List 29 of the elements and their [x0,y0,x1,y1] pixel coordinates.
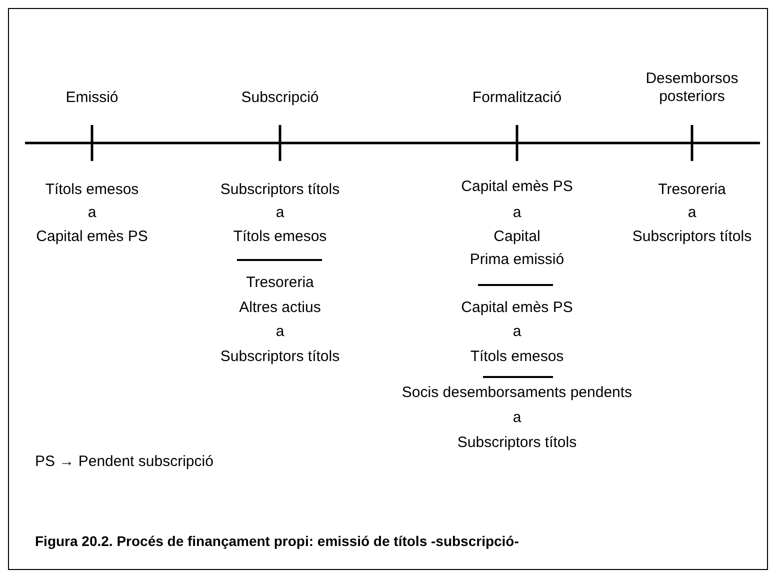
stage-label: Desemborsos posteriors [644,70,740,106]
abbreviation-note: PS → Pendent subscripció [35,453,214,471]
figure-caption: Figura 20.2. Procés de finançament propi: emissió de títols -subscripció- [35,533,519,549]
entry-line: a [512,323,522,341]
entry-line: Títols emesos [45,181,139,199]
entry-line: Socis desemborsaments pendents [402,384,632,402]
entry-line: Prima emissió [470,251,564,269]
stage-label: Formalització [472,89,562,107]
entry-line: Subscriptors títols [632,228,752,246]
stage-label: Subscripció [241,89,319,107]
entry-line: Títols emesos [233,228,327,246]
entry-line: a [512,409,522,427]
entry-line: Subscriptors títols [220,181,340,199]
stage-label: Emissió [66,89,118,107]
entry-line: Capital emès PS [461,299,573,317]
entry-line: Subscriptors títols [220,348,340,366]
entry-line: a [512,204,522,222]
entry-line: Subscriptors títols [457,434,577,452]
entry-line: a [276,204,284,222]
entry-line: Títols emesos [470,348,564,366]
entry-line: a [688,204,696,222]
entry-line: a [276,323,284,341]
entry-line: Capital emès PS [461,178,573,196]
entry-line: Altres actius [239,299,321,317]
entry-line: a [88,204,96,222]
entry-line: Capital emès PS [36,228,148,246]
entry-line: Tresoreria [658,181,726,199]
entry-line: Tresoreria [246,274,314,292]
entry-line: Capital [494,228,540,246]
